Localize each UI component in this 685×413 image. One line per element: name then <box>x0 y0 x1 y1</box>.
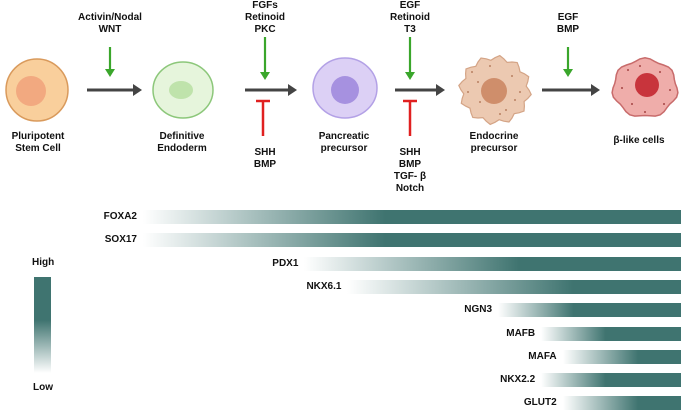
cell-label-pancreatic: Pancreatic precursor <box>318 131 370 154</box>
legend-high-label: High <box>32 257 55 268</box>
gene-bar-mafa <box>562 349 681 364</box>
gene-bar-pdx1 <box>304 256 681 271</box>
cell-label-endocrine: Endocrine precursor <box>469 131 519 154</box>
gene-bar-foxa2 <box>143 210 681 224</box>
gene-label: NKX2.2 <box>500 374 536 386</box>
gene-bar-glut2 <box>562 396 681 411</box>
gene-bar-sox17 <box>143 233 681 248</box>
gene-bar-nkx61 <box>347 279 681 294</box>
cell-label-stem: Pluripotent Stem Cell <box>11 131 65 154</box>
gene-label: FOXA2 <box>103 211 137 222</box>
gene-label: PDX1 <box>272 257 299 269</box>
gene-bar-ngn3 <box>498 303 681 318</box>
gene-label: NKX6.1 <box>306 280 342 292</box>
gene-label: MAFB <box>506 327 536 339</box>
gene-bar-mafb <box>541 326 681 341</box>
gene-bar-nkx22 <box>541 373 681 388</box>
gene-label: MAFA <box>528 350 557 362</box>
legend-gradient-bar <box>34 277 51 373</box>
gene-label: NGN3 <box>464 304 493 316</box>
cell-label-beta: β-like cells <box>613 135 665 146</box>
gene-label: GLUT2 <box>523 397 557 409</box>
legend-low-label: Low <box>33 382 53 393</box>
gene-label: SOX17 <box>104 234 137 246</box>
cell-label-endoderm: Definitive Endoderm <box>157 131 207 154</box>
